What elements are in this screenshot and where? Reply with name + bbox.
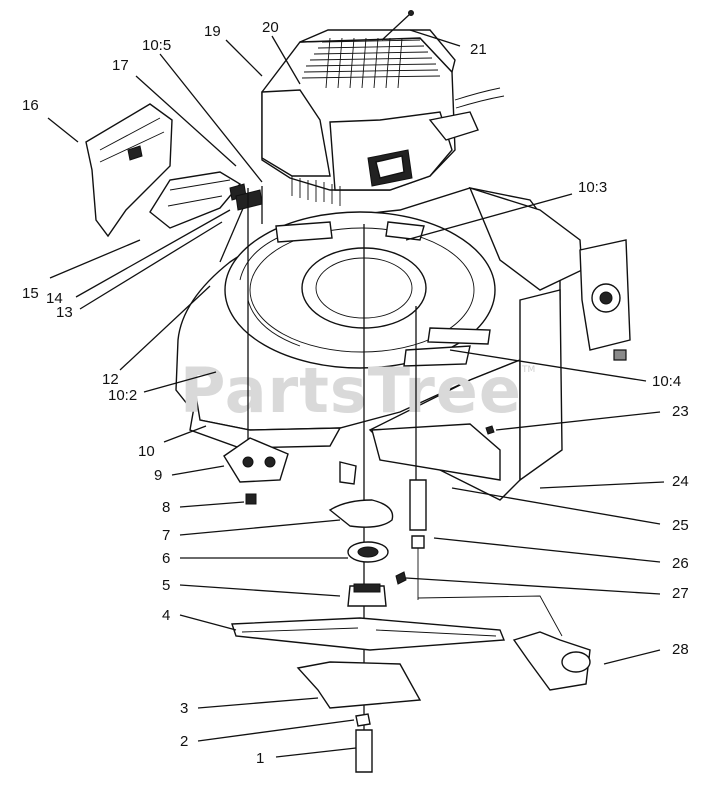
callout-10-5: 10:5	[142, 37, 171, 54]
callout-10: 10	[138, 443, 155, 460]
callout-16: 16	[22, 97, 39, 114]
belt-guard-25	[371, 423, 501, 481]
callout-5: 5	[162, 577, 170, 594]
callout-1: 1	[256, 750, 264, 767]
callout-13: 13	[56, 304, 73, 321]
callout-25: 25	[672, 517, 689, 534]
callout-28: 28	[672, 641, 689, 658]
engine-cooling-fins	[301, 37, 441, 89]
watermark-text: PartsTree	[180, 354, 522, 427]
callout-26: 26	[672, 555, 689, 572]
callout-12: 12	[102, 371, 119, 388]
blade-adapter-5	[347, 583, 387, 607]
callout-23: 23	[672, 403, 689, 420]
callout-10-2: 10:2	[108, 387, 137, 404]
callout-10-4: 10:4	[652, 373, 681, 390]
callout-8: 8	[162, 499, 170, 516]
nut-8	[245, 493, 257, 505]
blade-4	[231, 617, 506, 651]
callout-19: 19	[204, 23, 221, 40]
blade-plate-3	[296, 661, 422, 709]
callout-4: 4	[162, 607, 170, 624]
leader-lines	[47, 29, 665, 758]
callout-6: 6	[162, 550, 170, 567]
callout-21: 21	[470, 41, 487, 58]
watermark: PartsTree TM	[180, 354, 535, 427]
bearing-6	[347, 541, 389, 563]
rear-door-28	[512, 631, 591, 691]
callout-15: 15	[22, 285, 39, 302]
cable-26	[409, 306, 427, 600]
screw-27	[395, 571, 407, 585]
washer-2	[355, 713, 371, 727]
guide-line-28	[417, 595, 563, 637]
callout-3: 3	[180, 700, 188, 717]
callout-labels: 1 2 3 4 5 6 7 8 9 10 10:2 12 13 14 15 16…	[22, 19, 689, 767]
watermark-trademark: TM	[521, 365, 535, 375]
callout-7: 7	[162, 527, 170, 544]
callout-20: 20	[262, 19, 279, 36]
callout-27: 27	[672, 585, 689, 602]
hinge-rod	[219, 205, 245, 263]
rear-flap	[85, 103, 173, 238]
baffle-9	[223, 437, 289, 483]
callout-14: 14	[46, 290, 63, 307]
callout-9: 9	[154, 467, 162, 484]
callout-2: 2	[180, 733, 188, 750]
hinge-bracket	[149, 171, 247, 229]
engine	[261, 10, 505, 206]
callout-24: 24	[672, 473, 689, 490]
callout-17: 17	[112, 57, 129, 74]
bolt-1	[355, 729, 373, 773]
screw-23	[485, 425, 495, 435]
spacer-7	[328, 461, 394, 528]
callout-10-3: 10:3	[578, 179, 607, 196]
